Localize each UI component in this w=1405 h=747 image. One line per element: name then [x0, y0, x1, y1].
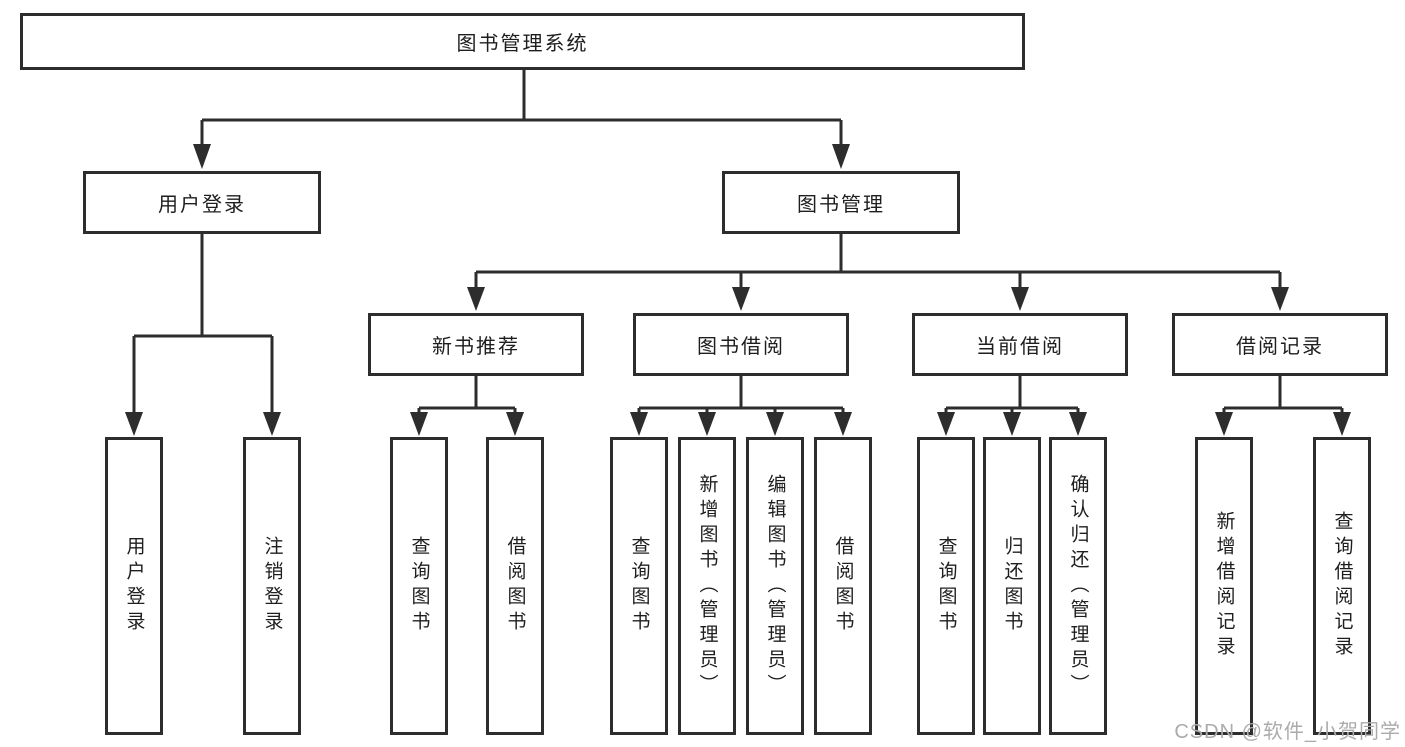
leaf-logout-label: 注销登录 — [261, 536, 283, 636]
node-book-management-label: 图书管理 — [797, 194, 885, 216]
leaf-return-books: 归还图书 — [983, 437, 1041, 735]
leaf-add-borrow-record-label: 新增借阅记录 — [1213, 511, 1235, 661]
leaf-query-books-borrow-label: 查询图书 — [628, 536, 650, 636]
node-borrow-record: 借阅记录 — [1172, 313, 1388, 376]
node-current-borrow: 当前借阅 — [912, 313, 1128, 376]
node-new-book-recommend-label: 新书推荐 — [432, 336, 520, 358]
leaf-add-borrow-record: 新增借阅记录 — [1195, 437, 1253, 735]
leaf-logout: 注销登录 — [243, 437, 301, 735]
leaf-query-borrow-record: 查询借阅记录 — [1313, 437, 1371, 735]
leaf-edit-books-admin: 编辑图书（管理员） — [746, 437, 804, 735]
leaf-user-login-label: 用户登录 — [123, 536, 145, 636]
leaf-borrow-books-newbook-label: 借阅图书 — [504, 536, 526, 636]
leaf-query-borrow-record-label: 查询借阅记录 — [1331, 511, 1353, 661]
leaf-borrow-books-label: 借阅图书 — [832, 536, 854, 636]
leaf-confirm-return-admin: 确认归还（管理员） — [1049, 437, 1107, 735]
leaf-add-books-admin: 新增图书（管理员） — [678, 437, 736, 735]
leaf-query-books-current: 查询图书 — [917, 437, 975, 735]
node-user-login: 用户登录 — [83, 171, 321, 234]
leaf-query-books-newbook-label: 查询图书 — [408, 536, 430, 636]
leaf-query-books-newbook: 查询图书 — [390, 437, 448, 735]
node-book-borrow-label: 图书借阅 — [697, 336, 785, 358]
leaf-confirm-return-admin-label: 确认归还（管理员） — [1067, 473, 1089, 699]
leaf-query-books-current-label: 查询图书 — [935, 536, 957, 636]
leaf-borrow-books: 借阅图书 — [814, 437, 872, 735]
leaf-user-login: 用户登录 — [105, 437, 163, 735]
node-borrow-record-label: 借阅记录 — [1236, 336, 1324, 358]
leaf-add-books-admin-label: 新增图书（管理员） — [696, 473, 718, 699]
root-node-library-system: 图书管理系统 — [20, 13, 1025, 70]
node-current-borrow-label: 当前借阅 — [976, 336, 1064, 358]
leaf-borrow-books-newbook: 借阅图书 — [486, 437, 544, 735]
leaf-return-books-label: 归还图书 — [1001, 536, 1023, 636]
node-book-borrow: 图书借阅 — [633, 313, 849, 376]
node-user-login-label: 用户登录 — [158, 194, 246, 216]
node-new-book-recommend: 新书推荐 — [368, 313, 584, 376]
node-book-management: 图书管理 — [722, 171, 960, 234]
leaf-edit-books-admin-label: 编辑图书（管理员） — [764, 473, 786, 699]
root-node-label: 图书管理系统 — [456, 33, 589, 55]
csdn-watermark: CSDN @软件_小贺同学 — [1174, 721, 1401, 743]
leaf-query-books-borrow: 查询图书 — [610, 437, 668, 735]
